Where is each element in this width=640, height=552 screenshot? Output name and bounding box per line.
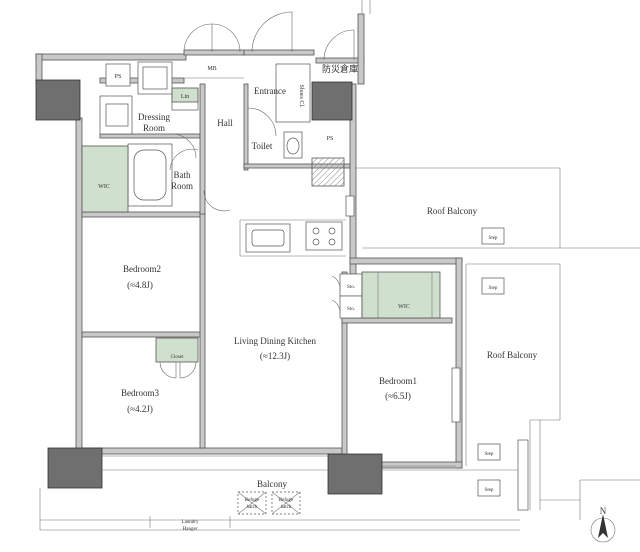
label-balcony: Balcony [257, 479, 287, 489]
label-bedroom3: Bedroom3 [121, 388, 159, 398]
north-arrow: N [590, 506, 616, 543]
label-hanger: Hanger [183, 527, 198, 532]
label-storage-2: Sto. [347, 307, 355, 312]
fixtures [81, 61, 505, 528]
label-bousai-souko: 防災倉庫 [322, 63, 358, 74]
label-bedroom2: Bedroom2 [123, 264, 161, 274]
building-outline [39, 0, 640, 531]
label-storage-1: Sto. [347, 285, 355, 290]
label-north: N [600, 506, 607, 516]
label-bath-room: Room [171, 181, 193, 191]
label-ldk-size: (≈12.3J) [260, 351, 290, 361]
label-bedroom3-size: (≈4.2J) [127, 404, 153, 414]
label-hatch-2: hatch [281, 505, 292, 510]
label-step-2: Step [489, 286, 498, 291]
label-bedroom1-size: (≈6.5J) [385, 391, 411, 401]
structural-columns [35, 79, 383, 495]
label-roof-balcony-2: Roof Balcony [487, 350, 538, 360]
label-laundry: Laundry [182, 520, 199, 525]
label-mb: MB [207, 66, 216, 72]
label-step-4: Step [485, 488, 494, 493]
label-refuge-1: Refuge [245, 498, 260, 503]
label-wic-right: WIC [398, 304, 410, 310]
label-wic-left: WIC [98, 184, 110, 190]
label-roof-balcony-1: Roof Balcony [427, 206, 478, 216]
room-labels: Entrance Shoes Cl. 防災倉庫 MB PS PS Lin Dre… [98, 63, 537, 532]
label-bedroom2-size: (≈4.8J) [127, 280, 153, 290]
label-dressing-room: Room [143, 123, 165, 133]
entrance-doors [183, 11, 355, 61]
label-ps-top: PS [115, 74, 122, 80]
label-step-3: Step [485, 452, 494, 457]
north-arrow-icon [598, 514, 608, 538]
label-hatch-1: hatch [247, 505, 258, 510]
label-lin: Lin [181, 94, 189, 100]
label-dressing: Dressing [138, 112, 170, 122]
label-closet: Closet [171, 355, 184, 360]
label-bath: Bath [174, 170, 191, 180]
label-bedroom1: Bedroom1 [379, 376, 417, 386]
label-ldk: Living Dining Kitchen [234, 336, 316, 346]
label-toilet: Toilet [252, 141, 273, 151]
label-refuge-2: Refuge [279, 498, 294, 503]
label-entrance: Entrance [254, 86, 286, 96]
label-ps-mid: PS [327, 136, 334, 142]
label-shoes-closet: Shoes Cl. [298, 84, 304, 108]
label-step-1: Step [489, 236, 498, 241]
label-hall: Hall [217, 118, 233, 128]
